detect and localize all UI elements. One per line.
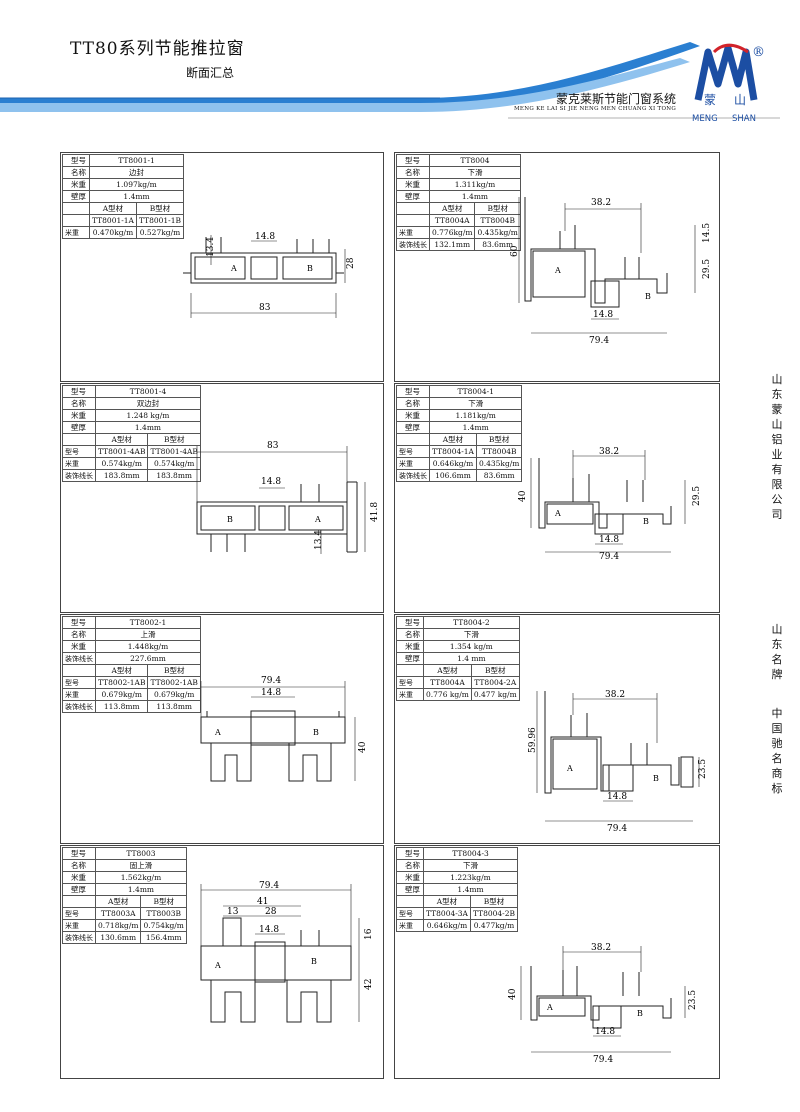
svg-text:14.8: 14.8: [261, 477, 281, 487]
svg-text:41.8: 41.8: [370, 502, 380, 522]
svg-text:A: A: [214, 728, 221, 737]
profile-section-drawing: 38.2 60 14.5 29.5 14.8 79.4 A B: [510, 197, 712, 346]
svg-text:B: B: [643, 517, 649, 526]
svg-text:79.4: 79.4: [599, 552, 619, 562]
svg-text:A: A: [230, 264, 237, 273]
brand-name-en: MENG KE LAI SI JIE NENG MEN CHUANG XI TO…: [514, 106, 677, 112]
logo-en-1: MENG: [692, 114, 718, 124]
svg-text:A: A: [554, 509, 561, 518]
svg-text:40: 40: [518, 490, 528, 502]
profile-section-drawing: 38.2 40 23.5 14.8 79.4 A B: [508, 943, 698, 1065]
svg-text:83: 83: [259, 303, 271, 313]
side-brand-2: 中国驰名商标: [771, 707, 783, 795]
mengshan-logo-icon: 蒙 山 ®: [694, 43, 765, 107]
logo-char-1: 蒙: [704, 93, 716, 107]
svg-text:28: 28: [265, 907, 277, 917]
svg-text:38.2: 38.2: [605, 690, 625, 700]
svg-text:14.8: 14.8: [607, 792, 627, 802]
svg-text:38.2: 38.2: [591, 198, 611, 208]
svg-text:14.5: 14.5: [702, 223, 712, 243]
svg-text:A: A: [566, 764, 573, 773]
profile-section-drawing: 83 14.8 41.8 13.4 A B: [196, 441, 380, 554]
page-subtitle: 断面汇总: [186, 66, 235, 80]
svg-text:A: A: [554, 266, 561, 275]
svg-text:A: A: [546, 1003, 553, 1012]
side-company: 山东蒙山铝业有限公司: [771, 373, 783, 521]
svg-text:79.4: 79.4: [607, 824, 627, 834]
svg-text:42: 42: [364, 979, 374, 990]
svg-text:B: B: [311, 957, 317, 966]
svg-text:79.4: 79.4: [593, 1055, 613, 1065]
brand-name-cn: 蒙克莱斯节能门窗系统: [556, 92, 677, 106]
logo-char-2: 山: [734, 93, 746, 107]
svg-text:A: A: [314, 515, 321, 524]
svg-text:38.2: 38.2: [591, 943, 611, 953]
profile-section-drawing: 14.8 13.4 28 83 A B: [183, 232, 356, 318]
page-title: TT80系列节能推拉窗: [70, 39, 245, 59]
logo-en-2: SHAN: [732, 114, 756, 124]
svg-text:B: B: [227, 515, 233, 524]
svg-text:14.8: 14.8: [595, 1027, 615, 1037]
svg-text:14.8: 14.8: [259, 925, 279, 935]
svg-text:B: B: [313, 728, 319, 737]
svg-text:B: B: [637, 1009, 643, 1018]
svg-text:60: 60: [510, 245, 520, 257]
svg-text:B: B: [653, 774, 659, 783]
svg-text:B: B: [645, 292, 651, 301]
profile-section-drawing: 79.4 14.8 40 A B: [200, 676, 368, 782]
svg-text:13: 13: [227, 907, 239, 917]
registered-mark: ®: [752, 45, 765, 60]
svg-text:A: A: [214, 961, 221, 970]
svg-text:28: 28: [346, 257, 356, 269]
svg-text:79.4: 79.4: [259, 881, 279, 891]
svg-text:B: B: [307, 264, 313, 273]
profile-section-drawing: 79.4 41 13 28 14.8 16 42 A B: [200, 881, 374, 1023]
svg-text:23.5: 23.5: [698, 759, 708, 779]
svg-text:14.8: 14.8: [261, 688, 281, 698]
profile-section-drawing: 38.2 59.96 23.5 14.8 79.4 A B: [528, 690, 708, 834]
svg-text:38.2: 38.2: [599, 447, 619, 457]
svg-text:13.4: 13.4: [314, 530, 324, 550]
side-brand-1: 山东名牌: [771, 623, 783, 681]
svg-text:14.8: 14.8: [599, 535, 619, 545]
svg-text:16: 16: [364, 928, 374, 940]
svg-text:41: 41: [257, 897, 268, 907]
svg-text:79.4: 79.4: [261, 676, 281, 686]
svg-text:23.5: 23.5: [688, 990, 698, 1010]
svg-text:29.5: 29.5: [702, 259, 712, 279]
header-swoosh: [0, 42, 780, 119]
svg-text:40: 40: [508, 988, 518, 1000]
svg-text:13.4: 13.4: [206, 237, 216, 257]
svg-text:59.96: 59.96: [528, 727, 538, 753]
svg-text:79.4: 79.4: [589, 336, 609, 346]
svg-text:40: 40: [358, 741, 368, 753]
svg-text:14.8: 14.8: [593, 310, 613, 320]
svg-text:29.5: 29.5: [692, 486, 702, 506]
profile-section-drawing: 38.2 40 29.5 14.8 79.4 A B: [518, 447, 702, 562]
svg-text:14.8: 14.8: [255, 232, 275, 242]
svg-text:83: 83: [267, 441, 279, 451]
